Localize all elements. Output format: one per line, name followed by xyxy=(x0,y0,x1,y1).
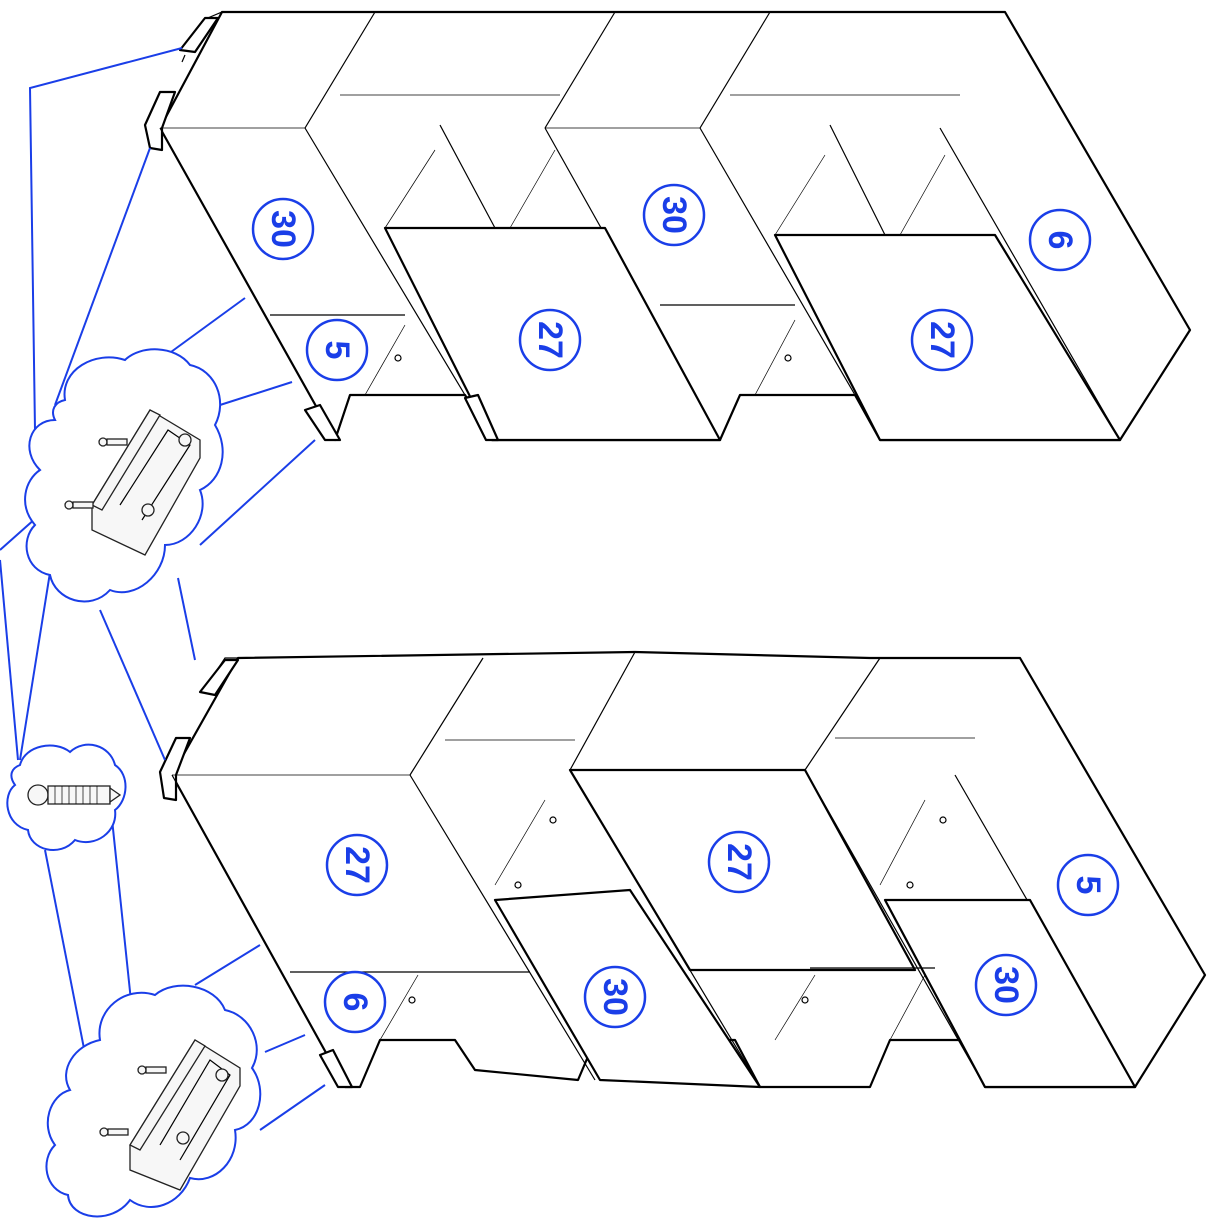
bottom-foot-front-left xyxy=(318,1048,354,1089)
top-foot-front-mid xyxy=(463,393,500,442)
part-number: 6 xyxy=(1041,231,1079,250)
callout-cloud-bottom xyxy=(45,984,262,1218)
bottom-foot-left-top xyxy=(198,658,240,697)
part-callout: 27 xyxy=(707,830,771,894)
part-callout: 30 xyxy=(974,953,1038,1017)
top-foot-front-left xyxy=(303,403,342,442)
part-number: 27 xyxy=(531,321,569,359)
part-callout: 27 xyxy=(910,308,974,372)
part-number: 30 xyxy=(596,978,634,1016)
screw-icon xyxy=(99,1065,167,1137)
part-callout: 30 xyxy=(251,197,315,261)
part-number: 30 xyxy=(264,210,302,248)
foot-bracket-icon xyxy=(129,1039,241,1191)
screw-icon xyxy=(64,437,128,510)
part-callout: 27 xyxy=(518,308,582,372)
part-callout: 5 xyxy=(305,318,369,382)
part-number: 5 xyxy=(318,341,356,360)
part-callout: 30 xyxy=(583,965,647,1029)
part-callout: 6 xyxy=(323,970,387,1034)
screw-icon-large xyxy=(27,784,122,806)
top-foot-left-top xyxy=(178,16,220,54)
callout-cloud-screw xyxy=(6,743,127,851)
bottom-shelf-unit xyxy=(158,650,1207,1089)
part-callout: 5 xyxy=(1056,853,1120,917)
callout-cloud-top xyxy=(24,348,224,603)
part-number: 30 xyxy=(987,966,1025,1004)
part-callout: 27 xyxy=(325,833,389,897)
leader-lines xyxy=(0,47,326,1131)
part-number: 27 xyxy=(923,321,961,359)
part-number: 6 xyxy=(336,993,374,1012)
part-number: 30 xyxy=(655,196,693,234)
part-callout: 30 xyxy=(642,183,706,247)
part-callout: 6 xyxy=(1028,208,1092,272)
part-number: 5 xyxy=(1069,876,1107,895)
foot-bracket-icon xyxy=(91,409,201,556)
part-number: 27 xyxy=(720,843,758,881)
part-number: 27 xyxy=(338,846,376,884)
